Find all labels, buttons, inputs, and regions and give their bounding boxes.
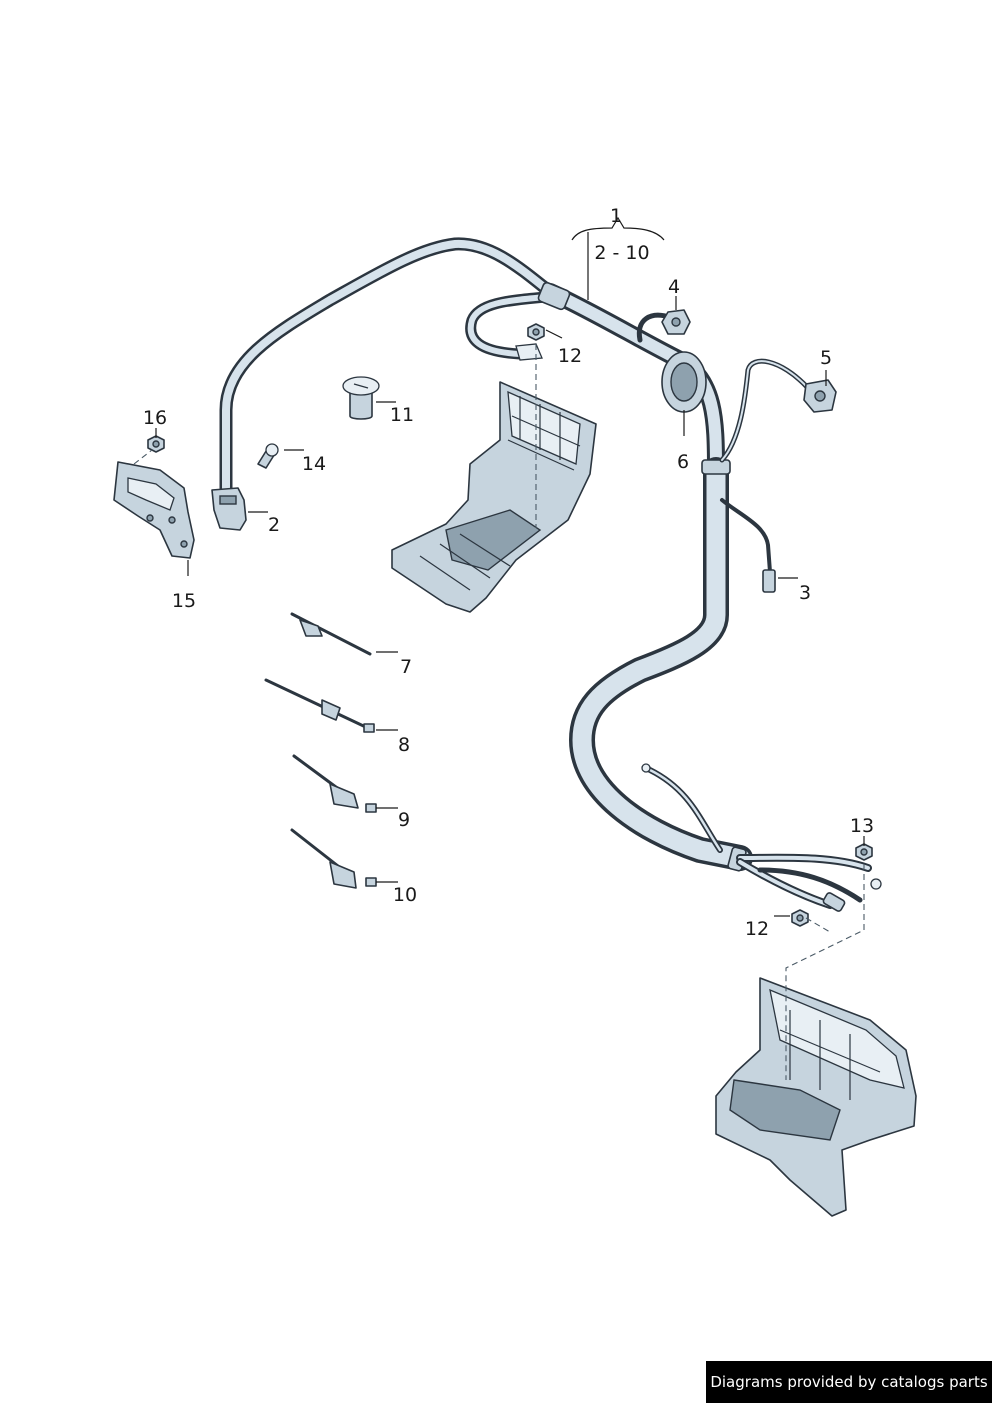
- bracket-15: [113, 461, 195, 559]
- upper-tray: [391, 381, 597, 613]
- callout-4: 4: [668, 276, 680, 298]
- callout-5: 5: [820, 347, 832, 369]
- callout-14: 14: [302, 453, 326, 475]
- cable-tie-10: [290, 828, 377, 889]
- alignment-lines: [133, 344, 865, 1080]
- callout-12-upper: 12: [558, 345, 582, 367]
- bolt-14: [257, 443, 279, 469]
- cable-tie-9: [292, 754, 377, 813]
- callout-15: 15: [172, 590, 196, 612]
- callout-1: 1: [610, 205, 622, 227]
- callout-13: 13: [850, 815, 874, 837]
- leader-lines: [155, 216, 865, 917]
- nut-12-upper: [515, 323, 545, 361]
- connector-4: [661, 309, 691, 335]
- callout-9: 9: [398, 809, 410, 831]
- callout-11: 11: [390, 404, 414, 426]
- callout-2: 2: [268, 514, 280, 536]
- nut-16: [147, 435, 165, 453]
- callout-16: 16: [143, 407, 167, 429]
- callouts: 1 2 - 10 2 3 4 5 6 7 8 9 10 11 12 12 13 …: [143, 205, 874, 940]
- callout-1-range: 2 - 10: [594, 242, 649, 264]
- connector-3: [762, 569, 776, 593]
- connector-5: [803, 379, 837, 413]
- lower-tray: [715, 977, 917, 1217]
- callout-7: 7: [400, 656, 412, 678]
- cable-tie-8: [264, 678, 375, 733]
- bolt-11: [342, 376, 380, 420]
- callout-8: 8: [398, 734, 410, 756]
- callout-6: 6: [677, 451, 689, 473]
- nut-12-lower: [791, 909, 809, 927]
- nut-13: [855, 843, 873, 861]
- callout-3: 3: [799, 582, 811, 604]
- grommet-6: [661, 351, 707, 413]
- credit-banner: Diagrams provided by catalogs parts: [706, 1361, 992, 1403]
- cable-tie-7: [290, 612, 372, 656]
- connector-2: [211, 487, 247, 531]
- callout-12-lower: 12: [745, 918, 769, 940]
- callout-10: 10: [393, 884, 417, 906]
